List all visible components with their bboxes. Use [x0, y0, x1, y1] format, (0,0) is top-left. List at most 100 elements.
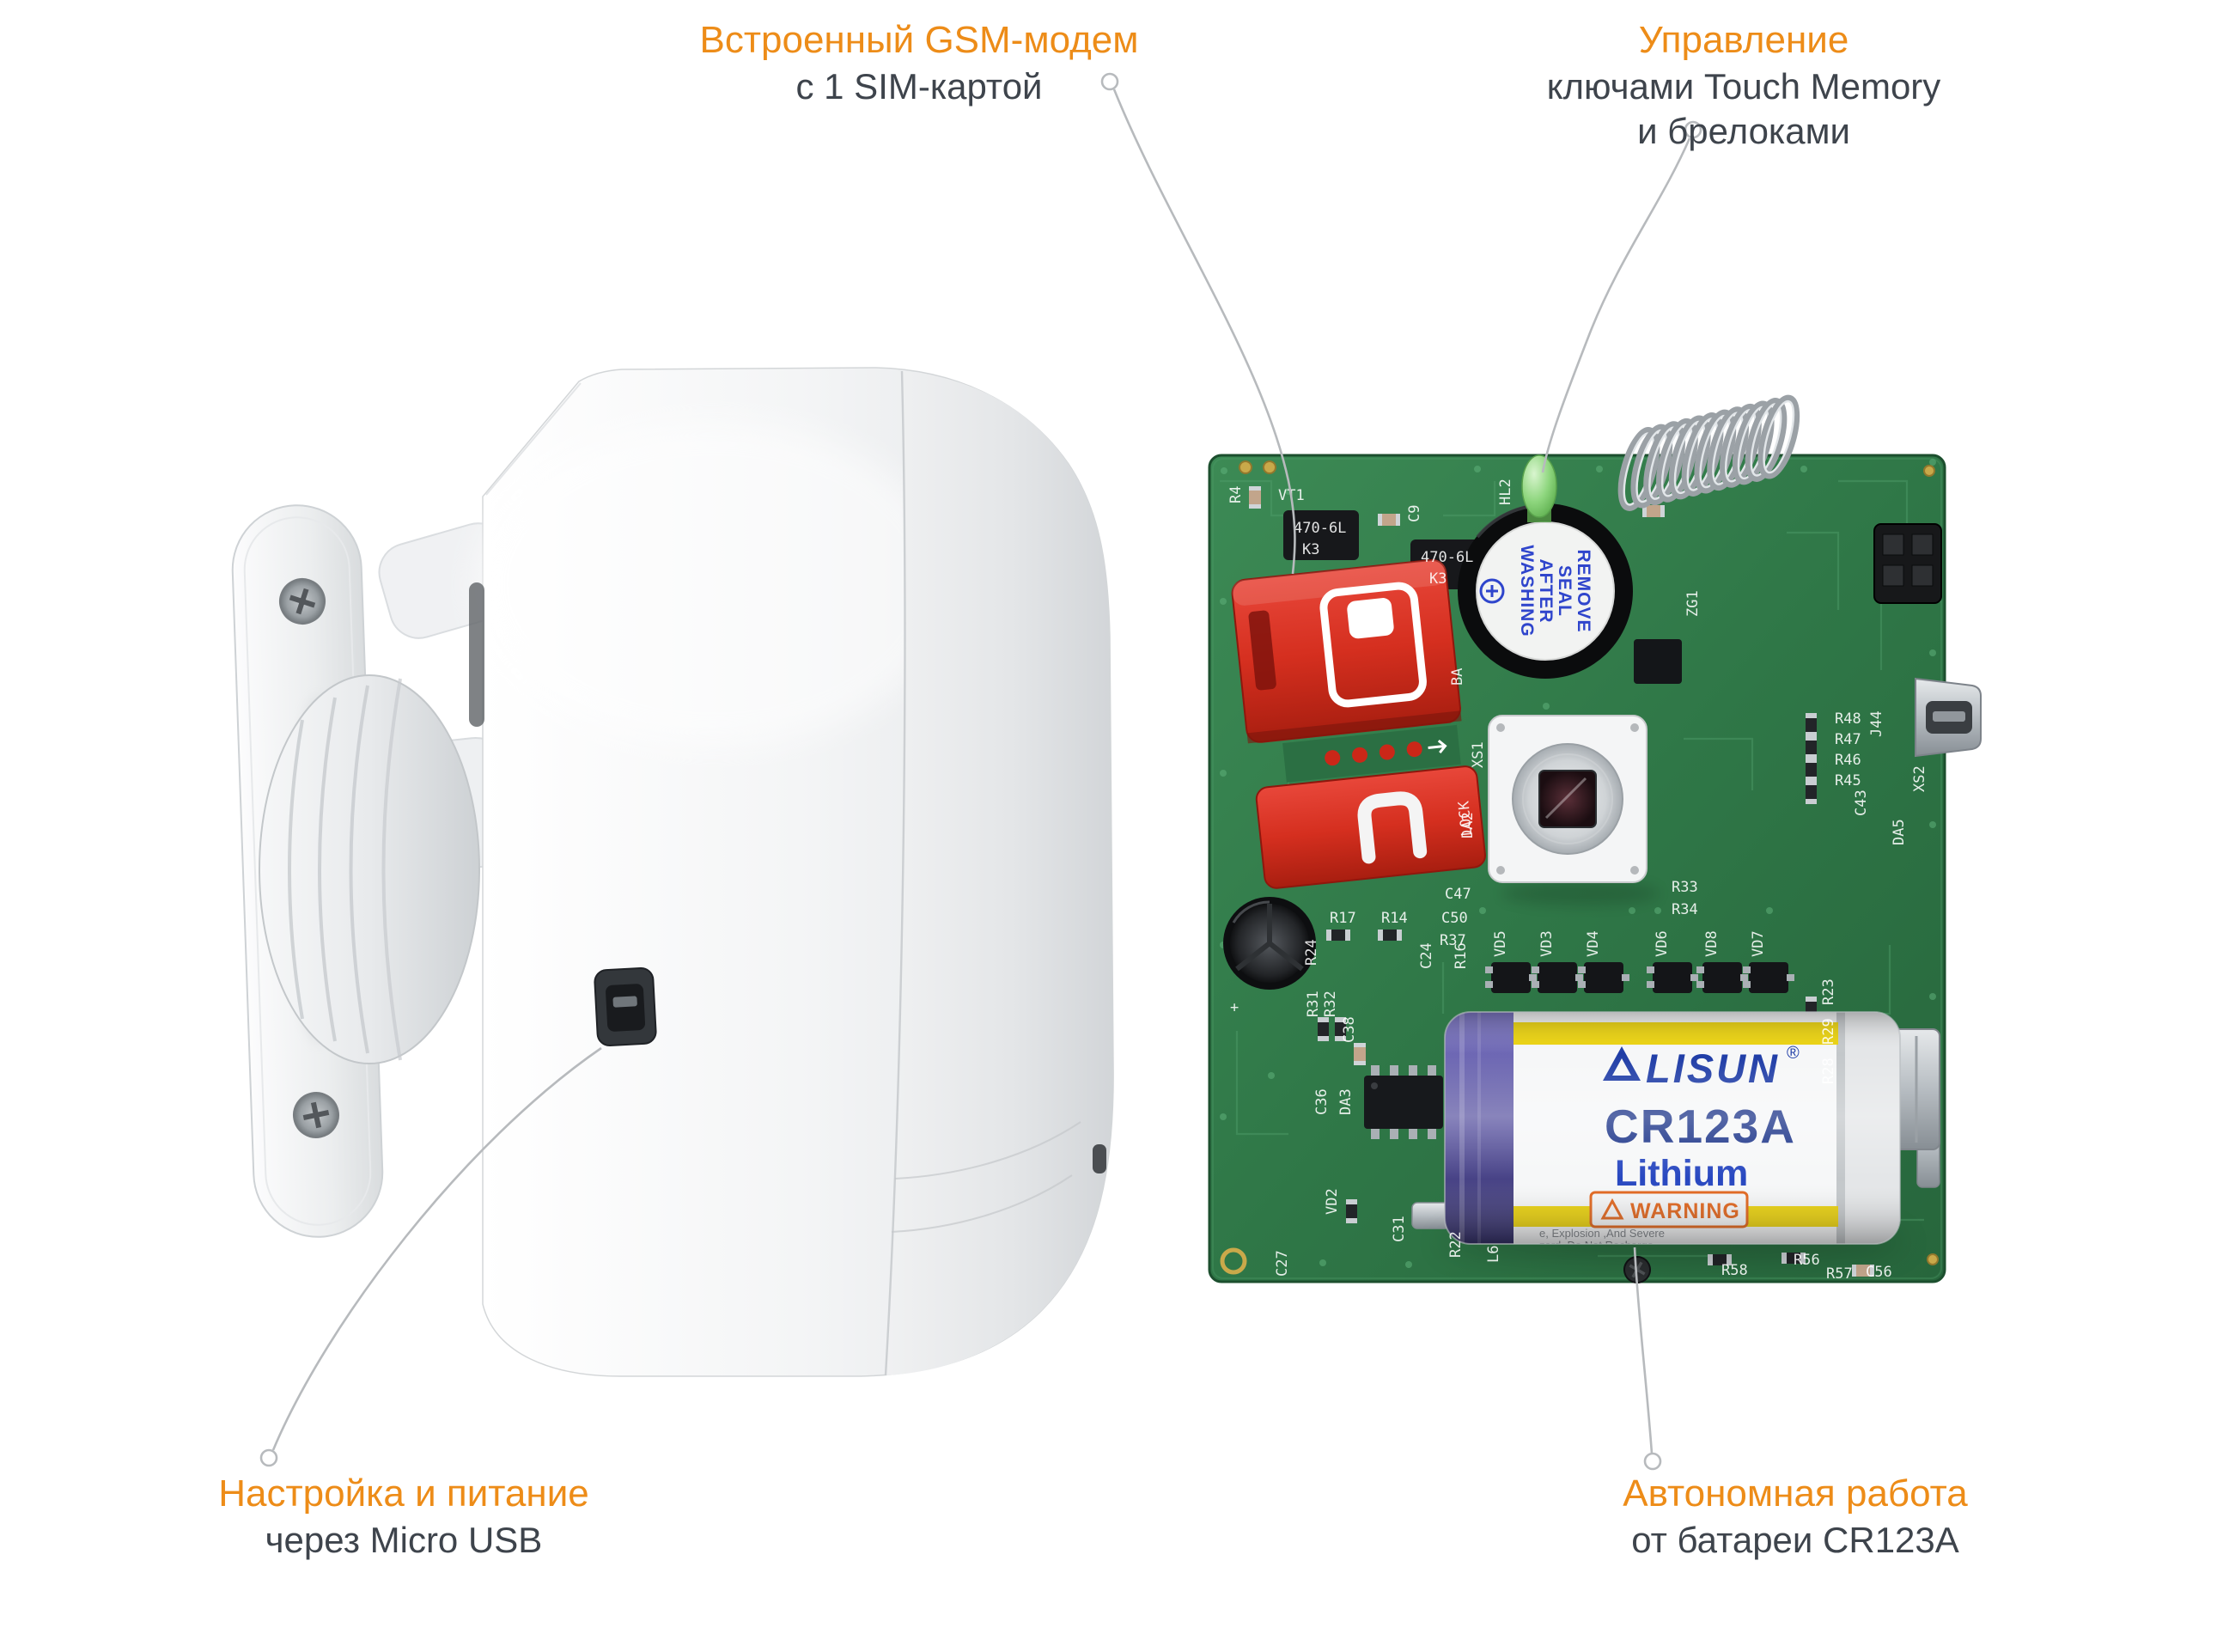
pcb-silkscreen-label: R34: [1672, 901, 1698, 918]
leader-dot-touch: [1684, 120, 1702, 139]
pcb-silkscreen-label: DA5: [1891, 819, 1908, 845]
pcb-silkscreen-label: DA2: [1459, 812, 1477, 838]
svg-text:WASHING: WASHING: [1517, 545, 1537, 637]
pin-header-connector: [1873, 523, 1942, 604]
annotation-battery: Автономная работа от батареи CR123A: [1538, 1471, 2053, 1563]
pcb-silkscreen-label: J44: [1868, 710, 1885, 737]
annotation-gsm-title: Встроенный GSM-модем: [699, 19, 1139, 61]
pcb-silkscreen-label: R16: [1453, 942, 1470, 969]
pcb-silkscreen-label: C31: [1391, 1216, 1408, 1242]
pcb-silkscreen-label: C9: [1406, 505, 1423, 522]
pcb-silkscreen-label: +: [1230, 999, 1239, 1016]
pcb-board: LOCK REMOVE SEAL AFTER WASHING: [1208, 394, 1982, 1283]
buzzer-label: REMOVE SEAL AFTER WASHING: [1517, 545, 1593, 637]
pcb-silkscreen-label: R58: [1721, 1262, 1748, 1279]
annotation-touch-line2: ключами Touch Memory: [1546, 65, 1941, 107]
leader-dot-battery: [1643, 1452, 1662, 1471]
pcb-silkscreen-label: R31: [1305, 991, 1322, 1017]
pcb-silkscreen-label: R48: [1835, 710, 1861, 728]
annotation-battery-title: Автономная работа: [1623, 1472, 1968, 1515]
motion-sensor-device: [231, 367, 1114, 1377]
mounting-screw-bottom: [293, 1092, 339, 1138]
hinge-slot: [469, 582, 484, 727]
svg-text:AFTER: AFTER: [1536, 559, 1556, 624]
mounting-screw-top: [279, 578, 326, 625]
device-micro-usb-port: [594, 966, 657, 1047]
board-screw: [1623, 1256, 1651, 1283]
pcb-silkscreen-label: C47: [1445, 886, 1471, 903]
cr123a-battery: LISUN ® CR123A Lithium WARNING e, Explos…: [1440, 1011, 1907, 1259]
pcb-silkscreen-label: R28: [1820, 1058, 1837, 1084]
antenna-coil-loop: [1681, 412, 1724, 497]
sim-card-holder: LOCK: [1231, 558, 1486, 889]
pcb-silkscreen-label: VD7: [1750, 930, 1767, 957]
annotation-usb-title: Настройка и питание: [218, 1472, 589, 1515]
leader-line-touch: [1541, 137, 1691, 473]
gold-test-pads: [1220, 460, 1939, 1275]
pcb-silkscreen-label: C38: [1341, 1016, 1358, 1043]
pcb-silkscreen-label: VD6: [1654, 930, 1671, 957]
pir-window: [1538, 770, 1597, 828]
pcb-silkscreen-label: R56: [1794, 1252, 1820, 1269]
leader-dot-gsm: [1100, 72, 1119, 91]
pcb-silkscreen-label: VD2: [1324, 1188, 1341, 1215]
sim-lock-label: LOCK: [1455, 800, 1476, 838]
sim-card-icon: [1319, 582, 1427, 708]
pcb-silkscreen-label: R47: [1835, 731, 1861, 748]
slide-arrow-icon: [1428, 739, 1447, 754]
antenna-coil-loop: [1668, 415, 1711, 500]
pcb-silkscreen-label: C50: [1441, 910, 1468, 927]
led-indicator: [1521, 454, 1557, 522]
antenna-coil-loop: [1694, 409, 1737, 494]
annotation-usb-subtitle: через Micro USB: [265, 1519, 543, 1560]
pcb-silkscreen-label: 470-6L: [1421, 549, 1473, 566]
annotation-gsm-subtitle: с 1 SIM-картой: [795, 65, 1043, 107]
pcb-silkscreen-label: R29: [1820, 1018, 1837, 1045]
antenna-coil-loop: [1763, 399, 1795, 474]
pcb-silkscreen-label: K3: [1429, 570, 1447, 588]
annotation-touch-memory: Управление ключами Touch Memory и брелок…: [1486, 17, 2001, 154]
antenna-coil-loop: [1745, 398, 1788, 482]
antenna-coil-loop: [1617, 427, 1660, 511]
leader-dot-usb: [259, 1448, 278, 1467]
pcb-silkscreen-label: L6: [1485, 1246, 1502, 1263]
pcb-silkscreen-label: VD4: [1585, 930, 1602, 957]
plus-icon: [1479, 578, 1505, 604]
pcb-silkscreen-label: XS1: [1470, 741, 1487, 768]
side-screw-slot: [1093, 1144, 1106, 1173]
annotation-touch-line3: и брелоками: [1637, 110, 1850, 151]
svg-text:REMOVE: REMOVE: [1574, 549, 1593, 632]
pcb-silkscreen-label: XS2: [1911, 765, 1928, 792]
pcb-silkscreen-label: 470-6L: [1294, 520, 1346, 537]
pcb-silkscreen-label: C27: [1274, 1250, 1291, 1277]
pcb-silkscreen-label: R37: [1440, 932, 1466, 949]
pcb-micro-usb-connector: [1915, 677, 1982, 758]
pcb-silkscreen-label: R22: [1447, 1231, 1465, 1258]
sim-contact-strip: [1282, 724, 1461, 783]
annotation-battery-subtitle: от батареи CR123A: [1631, 1519, 1959, 1560]
pcb-silkscreen-label: R24: [1303, 939, 1320, 966]
antenna-coil-loop: [1643, 421, 1685, 506]
pcb-silkscreen-label: C56: [1866, 1264, 1892, 1281]
pcb-silkscreen-label: HL2: [1497, 479, 1514, 505]
leader-line-usb: [271, 1046, 602, 1451]
antenna-coil-loop: [1720, 403, 1762, 488]
pcb-silkscreen-label: DA3: [1337, 1088, 1355, 1115]
antenna-coil-loop: [1656, 418, 1698, 503]
copper-traces: [1220, 459, 1941, 1268]
pcb-silkscreen-label: R23: [1820, 978, 1837, 1005]
annotation-touch-title: Управление: [1638, 19, 1849, 61]
pcb-silkscreen-label: R57: [1826, 1265, 1853, 1283]
antenna-coil-loop: [1732, 400, 1775, 485]
device-front-lens: [884, 370, 1114, 1376]
pcb-silkscreen-label: VD3: [1538, 930, 1556, 957]
antenna-coil-loop: [1707, 406, 1749, 491]
svg-text:SEAL: SEAL: [1555, 565, 1574, 617]
electrolytic-capacitor: [1223, 897, 1316, 990]
pcb-silkscreen-label: VD5: [1492, 930, 1509, 957]
pcb-silkscreen-label: R33: [1672, 879, 1698, 896]
pcb-silkscreen-label: R17: [1330, 910, 1356, 927]
pcb-silkscreen-label: C24: [1418, 942, 1435, 969]
